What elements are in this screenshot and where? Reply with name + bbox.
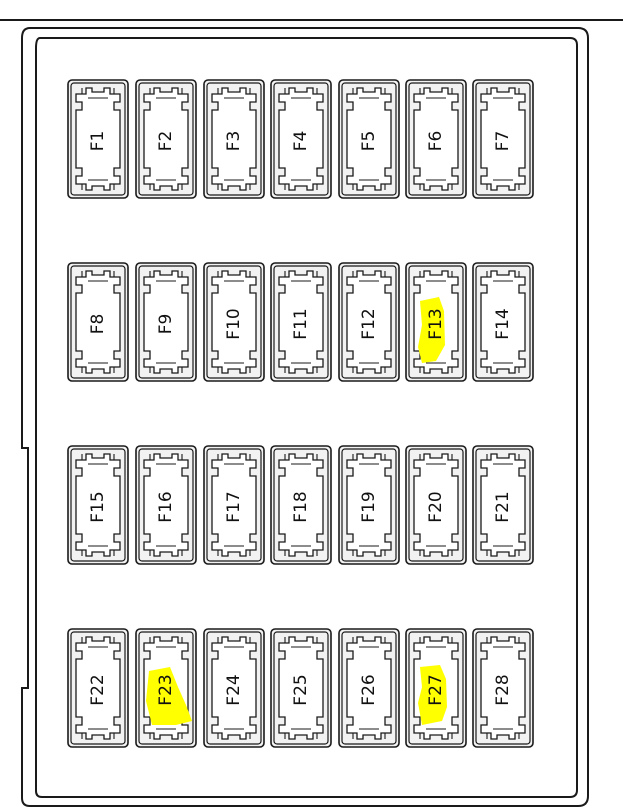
fuse-f24: F24 bbox=[203, 628, 265, 748]
fuse-label: F6 bbox=[426, 131, 446, 152]
fuse-body bbox=[346, 270, 392, 374]
fuse-f5: F5 bbox=[338, 79, 400, 199]
fuse-f15: F15 bbox=[67, 445, 129, 565]
fuse-label: F9 bbox=[156, 314, 176, 335]
fuse-f25: F25 bbox=[270, 628, 332, 748]
fuse-f22: F22 bbox=[67, 628, 129, 748]
fuse-label: F2 bbox=[156, 131, 176, 152]
fuse-body bbox=[346, 87, 392, 191]
fuse-f10: F10 bbox=[203, 262, 265, 382]
fuse-f3: F3 bbox=[203, 79, 265, 199]
fuse-f26: F26 bbox=[338, 628, 400, 748]
fuse-f12: F12 bbox=[338, 262, 400, 382]
highlight-marker bbox=[418, 665, 447, 725]
fuse-label: F1 bbox=[88, 131, 108, 152]
fuse-f11: F11 bbox=[270, 262, 332, 382]
fuse-body bbox=[143, 270, 189, 374]
fuse-label: F24 bbox=[224, 674, 244, 705]
fuse-f21: F21 bbox=[472, 445, 534, 565]
fuse-label: F17 bbox=[224, 491, 244, 522]
fuse-body bbox=[75, 636, 121, 740]
fuse-label: F27 bbox=[426, 674, 446, 705]
fuse-label: F18 bbox=[291, 491, 311, 522]
fuse-box-housing bbox=[21, 27, 589, 807]
fuse-label: F21 bbox=[493, 491, 513, 522]
fuse-label: F4 bbox=[291, 131, 311, 152]
fuse-f20: F20 bbox=[405, 445, 467, 565]
fuse-label: F23 bbox=[156, 674, 176, 705]
fuse-body bbox=[480, 636, 526, 740]
fuse-f7: F7 bbox=[472, 79, 534, 199]
fuse-f8: F8 bbox=[67, 262, 129, 382]
fuse-f4: F4 bbox=[270, 79, 332, 199]
fuse-body bbox=[346, 453, 392, 557]
fuse-body bbox=[211, 87, 257, 191]
fuse-f17: F17 bbox=[203, 445, 265, 565]
fuse-body bbox=[278, 453, 324, 557]
fuse-body bbox=[75, 453, 121, 557]
fuse-f1: F1 bbox=[67, 79, 129, 199]
fuse-label: F3 bbox=[224, 131, 244, 152]
fuse-label: F19 bbox=[359, 491, 379, 522]
fuse-label: F26 bbox=[359, 674, 379, 705]
fuse-f13: F13 bbox=[405, 262, 467, 382]
fuse-body bbox=[346, 636, 392, 740]
fuse-f9: F9 bbox=[135, 262, 197, 382]
fuse-body bbox=[143, 87, 189, 191]
fuse-label: F12 bbox=[359, 308, 379, 339]
fuse-body bbox=[413, 453, 459, 557]
fuse-label: F16 bbox=[156, 491, 176, 522]
fuse-label: F14 bbox=[493, 308, 513, 339]
fuse-f18: F18 bbox=[270, 445, 332, 565]
fuse-label: F7 bbox=[493, 131, 513, 152]
fuse-body bbox=[211, 636, 257, 740]
highlight-marker bbox=[418, 297, 445, 363]
fuse-f27: F27 bbox=[405, 628, 467, 748]
fuse-body bbox=[143, 453, 189, 557]
fuse-body bbox=[480, 87, 526, 191]
fuse-body bbox=[211, 270, 257, 374]
fuse-f16: F16 bbox=[135, 445, 197, 565]
fuse-body bbox=[75, 270, 121, 374]
fuse-body bbox=[211, 453, 257, 557]
fuse-body bbox=[75, 87, 121, 191]
fuse-label: F11 bbox=[291, 308, 311, 339]
fuse-body bbox=[278, 87, 324, 191]
fuse-body bbox=[413, 87, 459, 191]
fuse-label: F10 bbox=[224, 308, 244, 339]
fuse-f2: F2 bbox=[135, 79, 197, 199]
fuse-body bbox=[278, 636, 324, 740]
fuse-label: F28 bbox=[493, 674, 513, 705]
fuse-label: F25 bbox=[291, 674, 311, 705]
fuse-label: F22 bbox=[88, 674, 108, 705]
fuse-f19: F19 bbox=[338, 445, 400, 565]
fuse-f14: F14 bbox=[472, 262, 534, 382]
fuse-label: F15 bbox=[88, 491, 108, 522]
fuse-label: F5 bbox=[359, 131, 379, 152]
fuse-f23: F23 bbox=[135, 628, 197, 748]
highlight-marker bbox=[146, 667, 192, 725]
fuse-label: F20 bbox=[426, 491, 446, 522]
fuse-label: F13 bbox=[426, 308, 446, 339]
fuse-f6: F6 bbox=[405, 79, 467, 199]
fuse-body bbox=[480, 270, 526, 374]
fuse-body bbox=[278, 270, 324, 374]
fuse-body bbox=[480, 453, 526, 557]
fuse-f28: F28 bbox=[472, 628, 534, 748]
fuse-label: F8 bbox=[88, 314, 108, 335]
